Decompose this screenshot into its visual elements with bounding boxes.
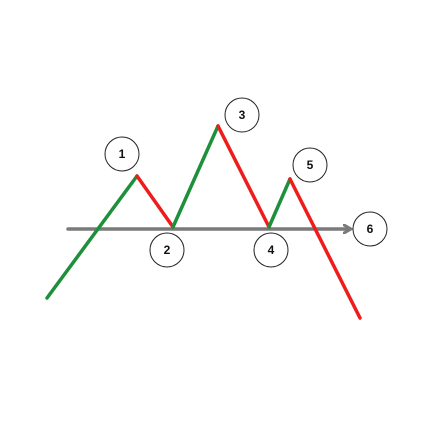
- segment-down-1: [135, 174, 175, 229]
- segment-up-1: [45, 174, 139, 300]
- marker-4: 4: [253, 232, 289, 268]
- segment-up-3: [267, 177, 292, 229]
- marker-1-label: 1: [119, 147, 126, 161]
- marker-2: 2: [149, 232, 185, 268]
- marker-6-label: 6: [367, 222, 374, 236]
- marker-4-label: 4: [268, 243, 275, 257]
- marker-5: 5: [292, 147, 328, 183]
- marker-3-label: 3: [239, 108, 246, 122]
- marker-2-label: 2: [164, 243, 171, 257]
- segment-down-2: [216, 124, 271, 229]
- marker-1: 1: [104, 136, 140, 172]
- segment-up-2: [171, 124, 220, 229]
- marker-3: 3: [224, 97, 260, 133]
- marker-5-label: 5: [307, 158, 314, 172]
- segment-down-3: [288, 177, 362, 320]
- marker-6: 6: [352, 211, 388, 247]
